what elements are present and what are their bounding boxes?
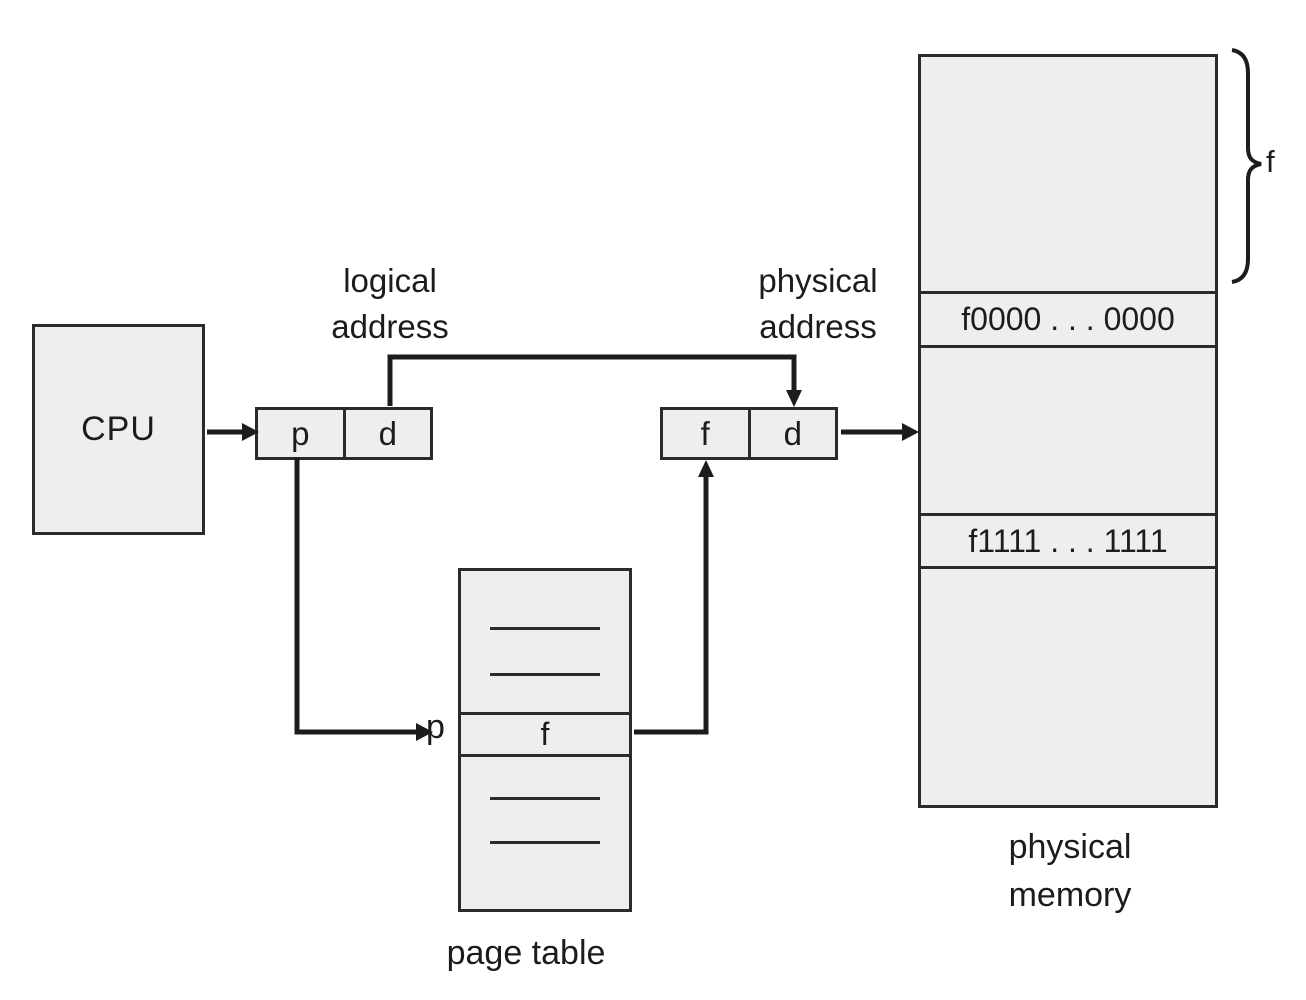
physical-memory-caption-line1: physical <box>1008 828 1132 866</box>
physical-f-label: f <box>700 414 710 452</box>
page-table-entry-line <box>490 627 600 630</box>
logical-address-label: logical address <box>290 258 490 350</box>
page-table-caption: page table <box>446 934 606 972</box>
page-table-f-entry-row: f <box>461 712 629 757</box>
page-table-entry-line <box>490 797 600 800</box>
physical-address-label: physical address <box>718 258 918 350</box>
page-table-box: f <box>458 568 632 912</box>
logical-address-d-cell: d <box>342 410 431 457</box>
frame-brace-label: f <box>1266 144 1275 179</box>
physical-address-box: f d <box>660 407 838 460</box>
physical-memory-caption-line2: memory <box>1008 876 1132 914</box>
page-table-entry-line <box>490 673 600 676</box>
page-table-index-label: p <box>426 708 445 746</box>
physical-d-arrowhead-icon <box>786 390 802 407</box>
logical-d-label: d <box>378 414 397 452</box>
cpu-label: CPU <box>81 410 156 448</box>
page-table-to-f-line <box>634 477 709 735</box>
logical-address-label-line2: address <box>331 308 449 345</box>
physical-address-label-line2: address <box>759 308 877 345</box>
frame-start-address: f0000 . . . 0000 <box>961 301 1175 337</box>
frame-brace-icon <box>1231 48 1262 284</box>
memory-frame-bottom <box>921 569 1215 805</box>
memory-arrowhead-icon <box>902 423 919 441</box>
physical-memory-box: f0000 . . . 0000 f1111 . . . 1111 <box>918 54 1218 808</box>
physical-address-f-cell: f <box>663 410 748 457</box>
frame-end-address: f1111 . . . 1111 <box>968 522 1168 559</box>
page-table-upper-segment <box>461 571 629 712</box>
physical-d-label: d <box>783 414 802 452</box>
cpu-box: CPU <box>32 324 205 535</box>
p-to-page-table-line <box>294 458 417 735</box>
page-table-lower-segment <box>461 757 629 909</box>
memory-frame-end-row: f1111 . . . 1111 <box>921 513 1215 569</box>
physical-memory-caption: physical memory <box>970 823 1170 919</box>
logical-address-box: p d <box>255 407 433 460</box>
logical-address-label-line1: logical <box>343 262 437 299</box>
f-field-arrowhead-icon <box>698 460 714 477</box>
page-table-entry-value: f <box>540 716 550 752</box>
memory-frame-start-row: f0000 . . . 0000 <box>921 291 1215 348</box>
physical-address-d-cell: d <box>747 410 836 457</box>
logical-p-label: p <box>291 414 310 452</box>
physical-address-label-line1: physical <box>758 262 878 299</box>
logical-to-physical-line <box>387 354 797 406</box>
logical-address-p-cell: p <box>258 410 343 457</box>
page-table-entry-line <box>490 841 600 844</box>
memory-frame-top <box>921 57 1215 291</box>
memory-frame-target <box>921 348 1215 513</box>
